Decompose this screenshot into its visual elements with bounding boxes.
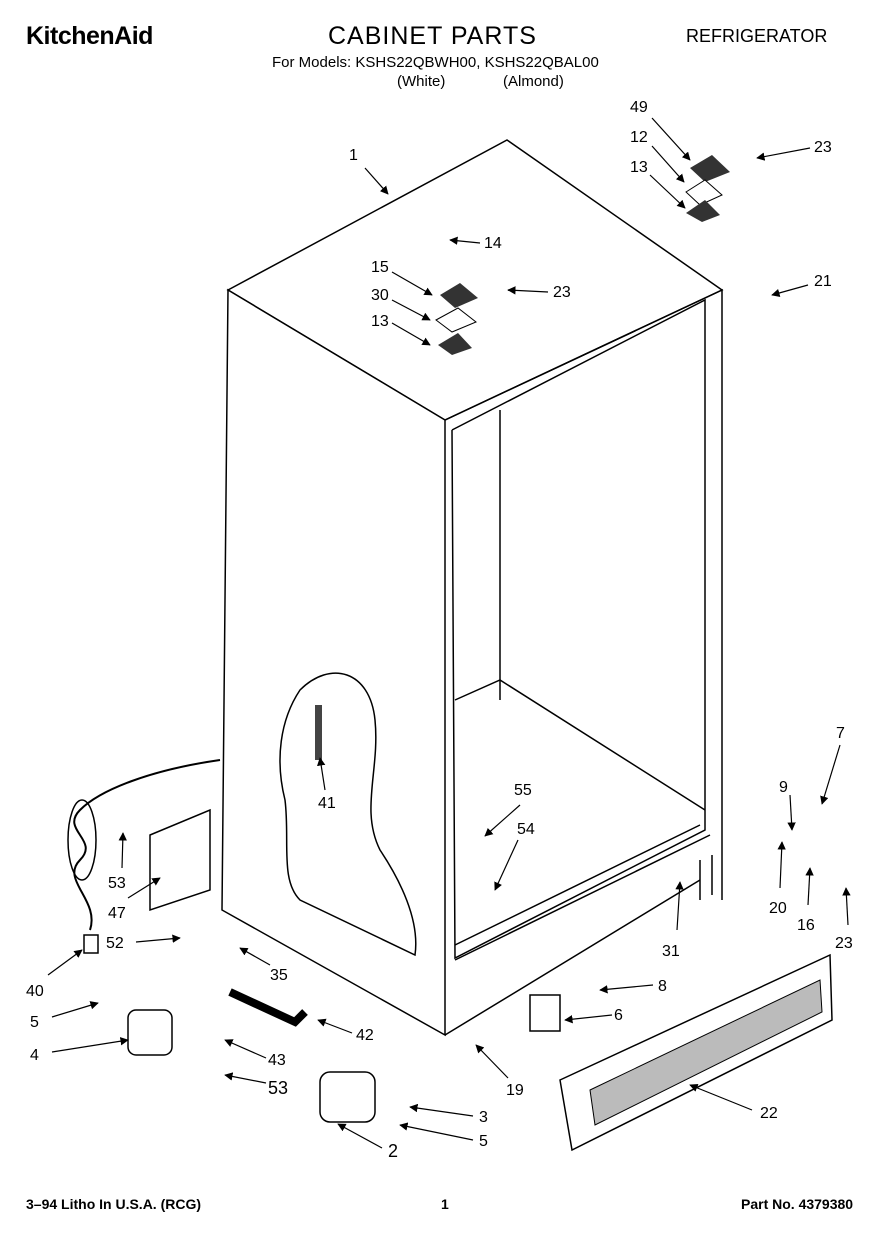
variant-white: (White) xyxy=(397,73,446,90)
page-title: CABINET PARTS xyxy=(328,22,537,50)
variant-almond: (Almond) xyxy=(503,73,564,90)
callout-30: 30 xyxy=(371,287,389,304)
callout-53: 53 xyxy=(268,1078,288,1098)
callout-5: 5 xyxy=(479,1133,488,1150)
spring-part xyxy=(315,705,322,760)
callout-31: 31 xyxy=(662,943,680,960)
cord-coil xyxy=(67,799,97,881)
callout-22: 22 xyxy=(760,1105,778,1122)
callout-52: 52 xyxy=(106,935,124,952)
part-number: Part No. 4379380 xyxy=(741,1196,854,1212)
hinge-cover-mid xyxy=(440,283,478,308)
callout-14: 14 xyxy=(484,235,502,252)
callout-40: 40 xyxy=(26,983,44,1000)
page-number: 1 xyxy=(441,1196,449,1212)
hinge-shim-mid xyxy=(438,333,472,355)
callout-23: 23 xyxy=(553,284,571,301)
callout-5: 5 xyxy=(30,1014,39,1031)
callout-53: 53 xyxy=(108,875,126,892)
callout-23: 23 xyxy=(814,139,832,156)
leveling-roller xyxy=(319,1071,376,1123)
callout-15: 15 xyxy=(371,259,389,276)
callout-7: 7 xyxy=(836,725,845,742)
hinge-shim xyxy=(686,200,720,222)
model-numbers: For Models: KSHS22QBWH00, KSHS22QBAL00 xyxy=(272,54,599,71)
callout-leaders xyxy=(47,117,851,1149)
hinge-cover xyxy=(690,155,730,182)
callout-43: 43 xyxy=(268,1052,286,1069)
cabinet-cutaway xyxy=(279,672,417,957)
callout-21: 21 xyxy=(814,273,832,290)
callout-12: 12 xyxy=(630,129,648,146)
callout-35: 35 xyxy=(270,967,288,984)
callout-54: 54 xyxy=(517,821,535,838)
callout-4: 4 xyxy=(30,1047,39,1064)
callout-23: 23 xyxy=(835,935,853,952)
caster-wheel xyxy=(127,1009,173,1056)
callout-2: 2 xyxy=(388,1141,398,1161)
callout-16: 16 xyxy=(797,917,815,934)
drain-tube xyxy=(228,988,308,1027)
brand-logo: KitchenAid xyxy=(26,22,153,50)
callout-19: 19 xyxy=(506,1082,524,1099)
control-box xyxy=(149,808,211,912)
power-cord xyxy=(73,759,221,931)
hinge-upper xyxy=(685,179,723,206)
cord-plug xyxy=(83,934,99,954)
callout-8: 8 xyxy=(658,978,667,995)
callout-20: 20 xyxy=(769,900,787,917)
bracket-part xyxy=(529,994,561,1032)
callout-1: 1 xyxy=(349,147,358,164)
callout-6: 6 xyxy=(614,1007,623,1024)
cabinet-outline xyxy=(221,139,724,1037)
callout-47: 47 xyxy=(108,905,126,922)
callout-41: 41 xyxy=(318,795,336,812)
callout-3: 3 xyxy=(479,1109,488,1126)
callout-9: 9 xyxy=(779,779,788,796)
hinge-mid xyxy=(435,307,477,333)
callout-55: 55 xyxy=(514,782,532,799)
print-info: 3–94 Litho In U.S.A. (RCG) xyxy=(26,1196,202,1212)
callout-49: 49 xyxy=(630,99,648,116)
callout-13: 13 xyxy=(630,159,648,176)
appliance-type: REFRIGERATOR xyxy=(686,26,828,46)
callout-13: 13 xyxy=(371,313,389,330)
toe-grille-louvers xyxy=(589,979,823,1126)
callout-42: 42 xyxy=(356,1027,374,1044)
